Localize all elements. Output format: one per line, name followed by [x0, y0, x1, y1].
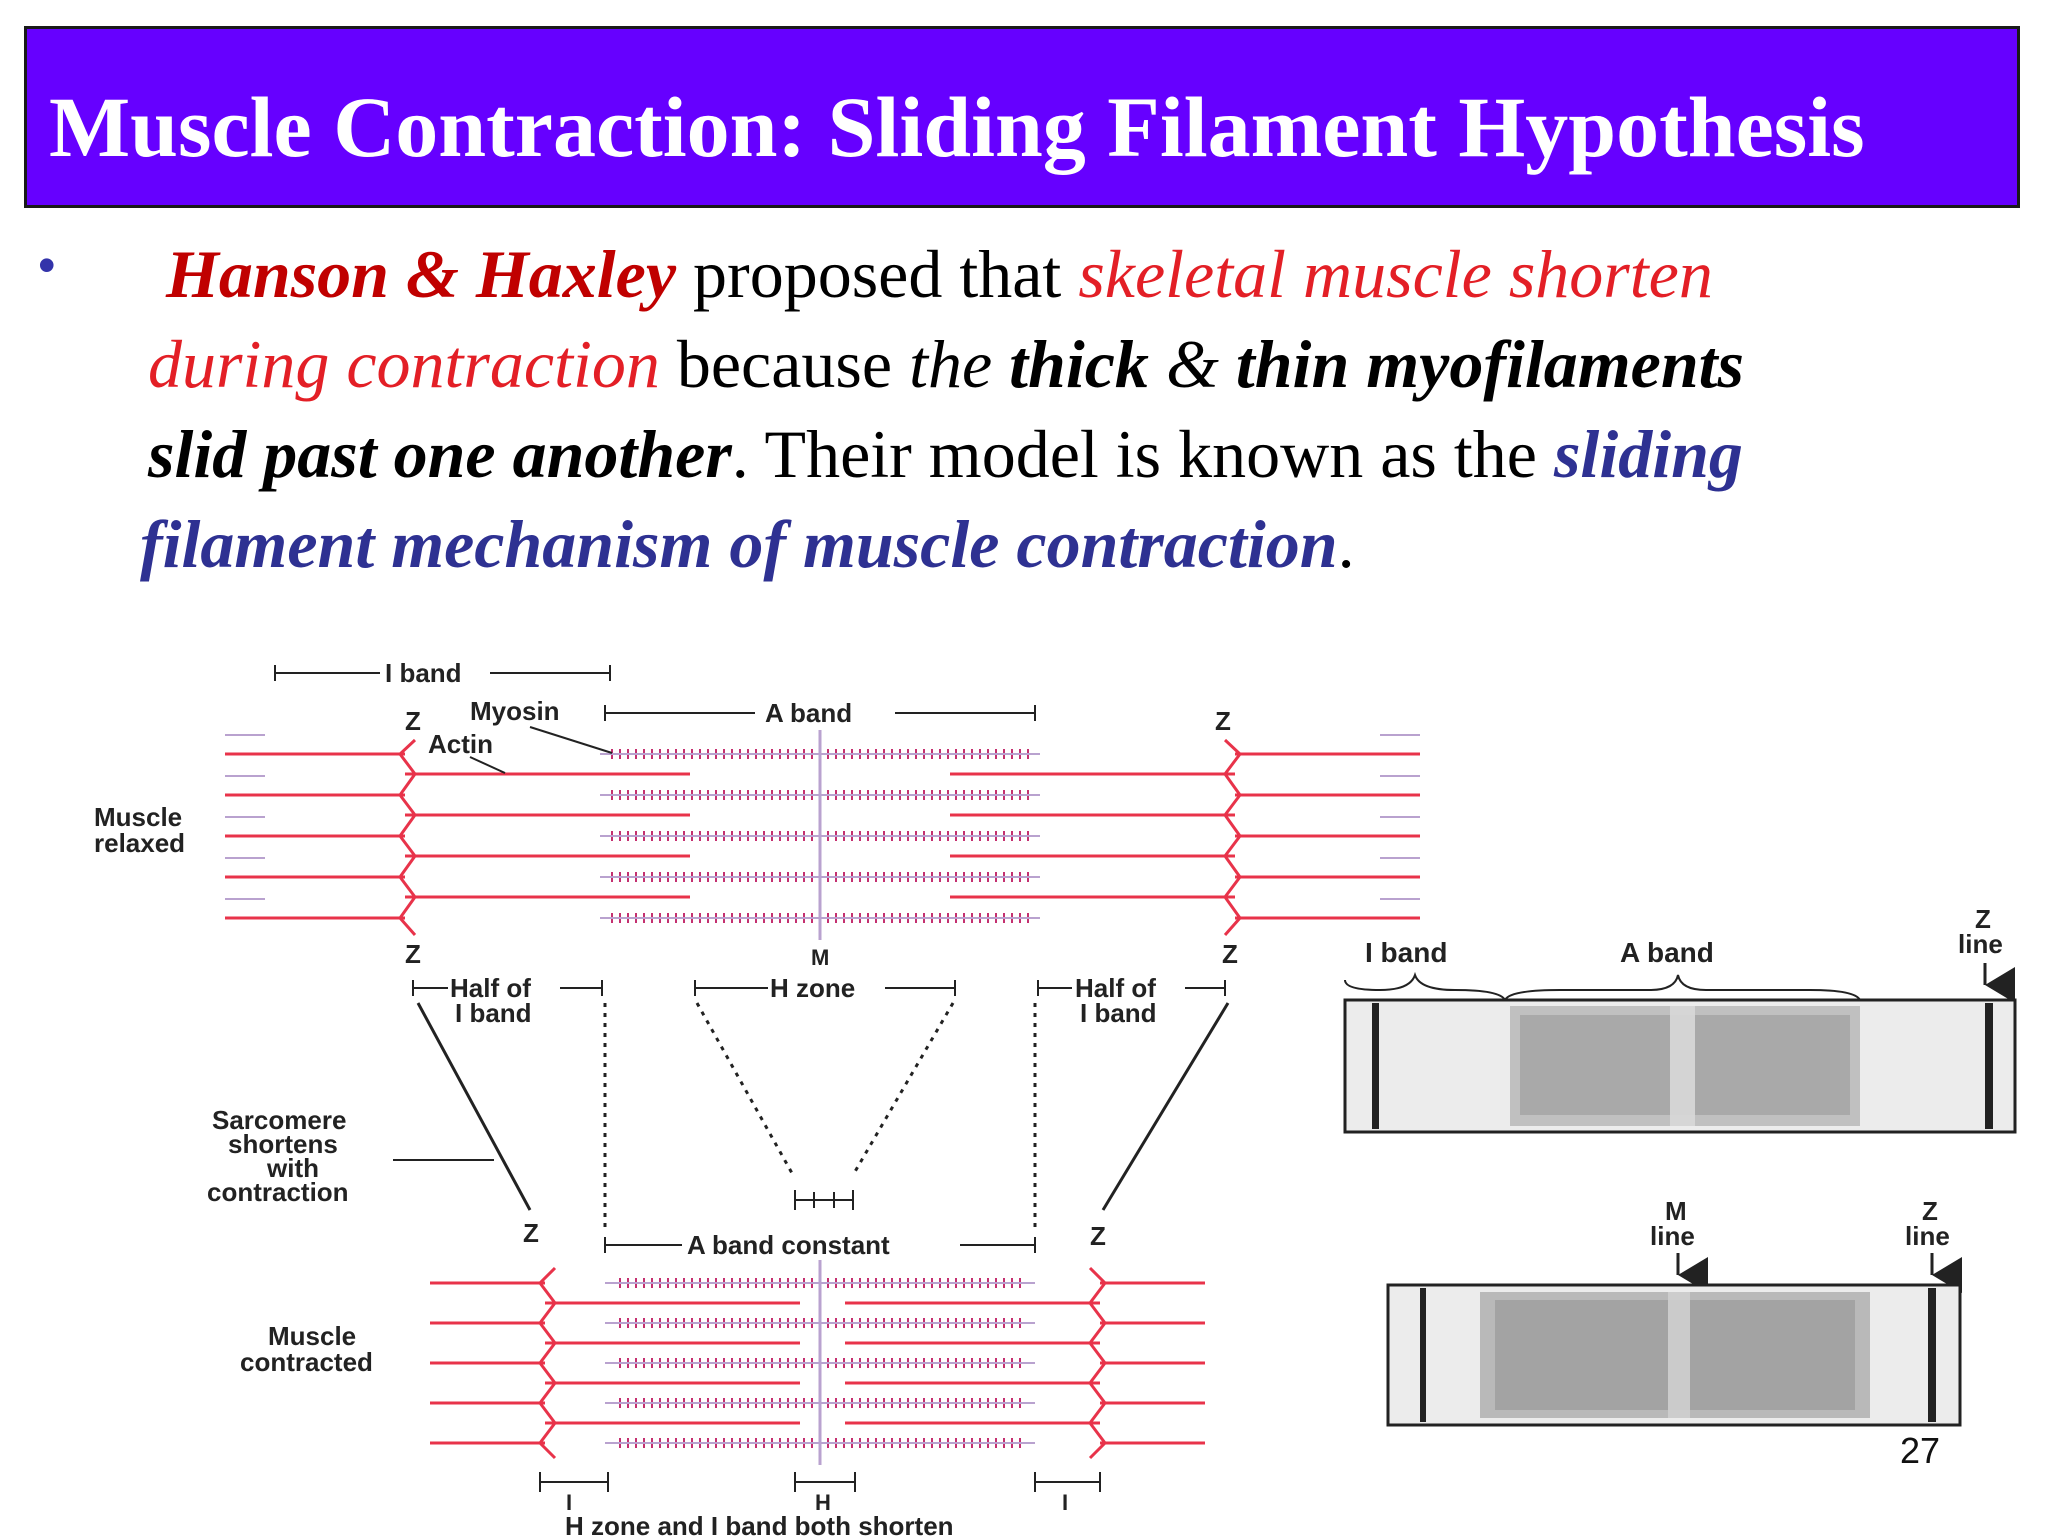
half-i-band-left-line-1: Half of — [450, 973, 531, 1003]
m-label: M — [811, 945, 829, 970]
micrograph-contracted — [1386, 1283, 1962, 1427]
slid-phrase: slid past one another — [148, 416, 732, 492]
thick-word: thick — [1009, 326, 1149, 402]
micrograph-labels-bottom: M line Z line — [1650, 1196, 1962, 1293]
actin-pointer — [469, 756, 506, 774]
micro-a-band-label: A band — [1620, 937, 1714, 968]
sliding-word: sliding — [1553, 416, 1743, 492]
slide-title: Muscle Contraction: Sliding Filament Hyp… — [49, 79, 1865, 175]
text-3: . Their model is known as the — [731, 416, 1554, 492]
a-band-constant-bracket — [604, 1237, 1036, 1253]
relaxed-actin-left — [225, 738, 690, 936]
half-i-band-right-line-1: Half of — [1075, 973, 1156, 1003]
sarcomere-label-line-2: shortens — [228, 1129, 338, 1159]
z-label-contracted-left: Z — [523, 1218, 539, 1248]
h-zone-bracket — [694, 980, 956, 996]
micro-line-label-3: line — [1905, 1221, 1950, 1251]
bullet-line-4: filament mechanism of muscle contraction… — [140, 510, 1355, 578]
thin-word: thin myofilaments — [1235, 326, 1745, 402]
relaxed-sarcomere — [225, 730, 1420, 940]
micro-line-label-2: line — [1650, 1221, 1695, 1251]
bottom-small-brackets — [539, 1472, 1101, 1492]
bullet-dot-icon: • — [38, 237, 56, 293]
bullet-paragraph: • Hanson & Haxley proposed that skeletal… — [0, 230, 2048, 600]
small-h-label: H — [815, 1490, 831, 1515]
dotted-connectors — [603, 1002, 1037, 1230]
micro-m-label: M — [1665, 1196, 1687, 1226]
half-i-band-left-line-2: I band — [455, 998, 532, 1028]
relaxed-label-line-2: relaxed — [94, 828, 185, 858]
relaxed-edge-marks — [225, 734, 1420, 900]
contracted-label-line-2: contracted — [240, 1347, 373, 1377]
z-label-top-right: Z — [1215, 706, 1231, 736]
micro-z-label-1: Z — [1975, 904, 1991, 934]
micro-line-label-1: line — [1958, 929, 2003, 959]
z-label-top-left: Z — [405, 706, 421, 736]
text-1: proposed that — [676, 236, 1079, 312]
sarcomere-label-line-3: with — [266, 1153, 319, 1183]
micro-z-label-2: Z — [1922, 1196, 1938, 1226]
relaxed-label-line-1: Muscle — [94, 802, 182, 832]
a-band-constant-label: A band constant — [687, 1230, 890, 1260]
i-band-bracket — [274, 665, 611, 681]
relaxed-actin-right — [950, 738, 1420, 936]
small-i-label-left: I — [566, 1490, 572, 1515]
micrograph-labels-top: I band A band Z line — [1344, 904, 2015, 1003]
page-number: 27 — [1900, 1430, 1941, 1471]
bottom-caption: H zone and I band both shorten — [565, 1511, 954, 1536]
myosin-pointer — [529, 726, 613, 754]
a-band-bracket — [604, 705, 1036, 721]
title-bar: Muscle Contraction: Sliding Filament Hyp… — [24, 26, 2020, 208]
h-zone-label: H zone — [770, 973, 855, 1003]
half-i-band-right-line-2: I band — [1080, 998, 1157, 1028]
contracted-actin-left — [430, 1266, 800, 1460]
z-label-bottom-left: Z — [405, 939, 421, 969]
connector-lines — [416, 1002, 1230, 1211]
bullet-line-1: Hanson & Haxley proposed that skeletal m… — [166, 240, 1713, 308]
sarcomere-label-line-1: Sarcomere — [212, 1105, 346, 1135]
mechanism-phrase: filament mechanism of muscle contraction — [140, 506, 1338, 582]
authors: Hanson & Haxley — [166, 236, 677, 312]
period: . — [1337, 506, 1355, 582]
half-i-band-brackets — [412, 980, 1226, 996]
red-text-2: during contraction — [148, 326, 660, 402]
amp-word: & — [1148, 326, 1236, 402]
contracted-label-line-1: Muscle — [268, 1321, 356, 1351]
bullet-line-3: slid past one another. Their model is kn… — [148, 420, 1743, 488]
z-label-contracted-right: Z — [1090, 1221, 1106, 1251]
i-band-label: I band — [385, 658, 462, 688]
contracted-sarcomere — [430, 1260, 1205, 1465]
red-text-1: skeletal muscle shorten — [1078, 236, 1713, 312]
small-i-label-right: I — [1062, 1490, 1068, 1515]
z-label-bottom-right: Z — [1222, 939, 1238, 969]
myosin-label: Myosin — [470, 696, 560, 726]
micrograph-relaxed — [1343, 998, 2017, 1134]
text-2: because — [659, 326, 910, 402]
small-h-bracket — [794, 1190, 854, 1210]
contracted-actin-right — [845, 1266, 1205, 1460]
the-word: the — [909, 326, 1010, 402]
actin-label: Actin — [428, 729, 493, 759]
micro-i-band-label: I band — [1365, 937, 1447, 968]
a-band-label: A band — [765, 698, 852, 728]
bullet-line-2: during contraction because the thick & t… — [148, 330, 1744, 398]
sarcomere-label-line-4: contraction — [207, 1177, 349, 1207]
